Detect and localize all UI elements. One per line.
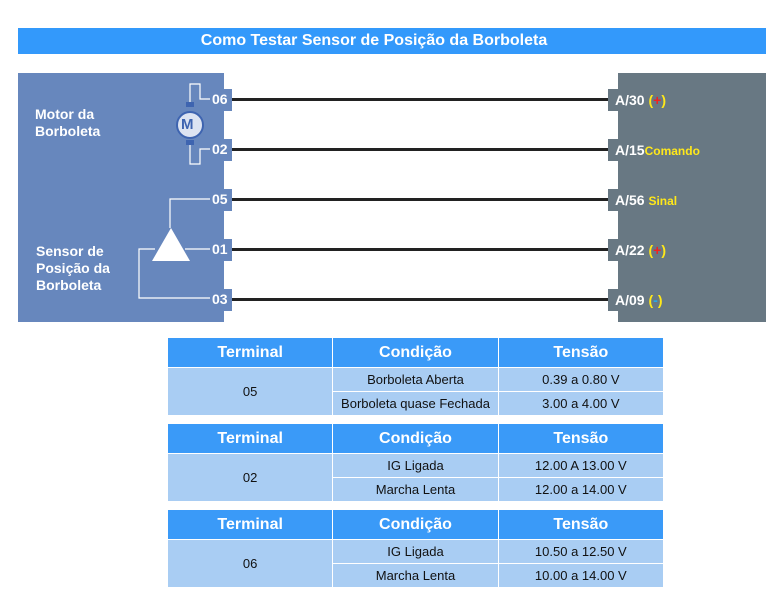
plus-sign: + [653, 92, 662, 108]
ecu-tab [608, 239, 618, 261]
plus-sign: + [653, 242, 662, 258]
wire [232, 248, 608, 251]
sensor-label-line: Borboleta [36, 277, 102, 293]
sensor-label-line: Sensor de [36, 243, 104, 259]
header-voltage: Tensão [497, 509, 665, 540]
ecu-tab [608, 289, 618, 311]
header-terminal: Terminal [166, 423, 334, 454]
voltage-cell: 0.39 a 0.80 V [497, 367, 665, 392]
ecu-pin-label: A/30 [615, 92, 645, 108]
minus-sign: - [653, 292, 658, 308]
terminal-cell: 06 [166, 539, 334, 588]
pin-tab [224, 289, 232, 311]
ecu-note: (-) [648, 292, 662, 308]
voltage-cell: 3.00 a 4.00 V [497, 391, 665, 416]
condition-cell: IG Ligada [332, 453, 499, 478]
header-voltage: Tensão [497, 337, 665, 368]
ecu-pin-label: A/22 [615, 242, 645, 258]
ecu-note: (+) [648, 242, 666, 258]
ecu-note: Comando [644, 144, 700, 158]
condition-cell: Marcha Lenta [332, 563, 499, 588]
pin-label: 02 [212, 141, 228, 157]
terminal-cell: 02 [166, 453, 334, 502]
paren: ( [648, 242, 654, 258]
pin-tab [224, 89, 232, 111]
ecu-pin: A/09 (-) [615, 292, 662, 308]
motor-label-line: Motor da [35, 106, 95, 122]
header-condition: Condição [332, 509, 499, 540]
sensor-triangle-icon [152, 228, 190, 261]
pin-label: 06 [212, 91, 228, 107]
condition-cell: Borboleta Aberta [332, 367, 499, 392]
pin-label: 01 [212, 241, 228, 257]
ecu-tab [608, 139, 618, 161]
paren: ( [648, 92, 654, 108]
pin-label: 03 [212, 291, 228, 307]
ecu-box [618, 73, 766, 322]
title-text: Como Testar Sensor de Posição da Borbole… [200, 32, 548, 49]
ecu-pin: A/56 Sinal [615, 192, 677, 208]
paren: ) [657, 292, 663, 308]
page-title: Como Testar Sensor de Posição da Borbole… [18, 28, 766, 54]
voltage-cell: 12.00 a 14.00 V [497, 477, 665, 502]
motor-symbol: M [181, 116, 194, 133]
ecu-pin-label: A/56 [615, 192, 645, 208]
pin-tab [224, 189, 232, 211]
condition-cell: IG Ligada [332, 539, 499, 564]
header-condition: Condição [332, 423, 499, 454]
motor-label-line: Borboleta [35, 123, 101, 139]
voltage-cell: 10.50 a 12.50 V [497, 539, 665, 564]
header-terminal: Terminal [166, 509, 334, 540]
header-terminal: Terminal [166, 337, 334, 368]
condition-cell: Borboleta quase Fechada [332, 391, 499, 416]
ecu-tab [608, 89, 618, 111]
wire [232, 98, 608, 101]
pin-label: 05 [212, 191, 228, 207]
voltage-cell: 12.00 A 13.00 V [497, 453, 665, 478]
ecu-pin: A/22 (+) [615, 242, 666, 258]
ecu-note: (+) [648, 92, 666, 108]
ecu-pin: A/15Comando [615, 142, 700, 158]
ecu-pin-label: A/15 [615, 142, 645, 158]
wire [232, 198, 608, 201]
ecu-tab [608, 189, 618, 211]
ecu-note: Sinal [648, 194, 678, 208]
sensor-label-line: Posição da [36, 260, 110, 276]
condition-cell: Marcha Lenta [332, 477, 499, 502]
paren: ) [661, 242, 666, 258]
voltage-cell: 10.00 a 14.00 V [497, 563, 665, 588]
header-condition: Condição [332, 337, 499, 368]
pin-tab [224, 239, 232, 261]
header-voltage: Tensão [497, 423, 665, 454]
ecu-pin: A/30 (+) [615, 92, 666, 108]
wire [232, 148, 608, 151]
paren: ) [661, 92, 666, 108]
wire [232, 298, 608, 301]
paren: ( [648, 292, 654, 308]
ecu-pin-label: A/09 [615, 292, 645, 308]
pin-tab [224, 139, 232, 161]
terminal-cell: 05 [166, 367, 334, 416]
motor-icon [176, 111, 204, 139]
